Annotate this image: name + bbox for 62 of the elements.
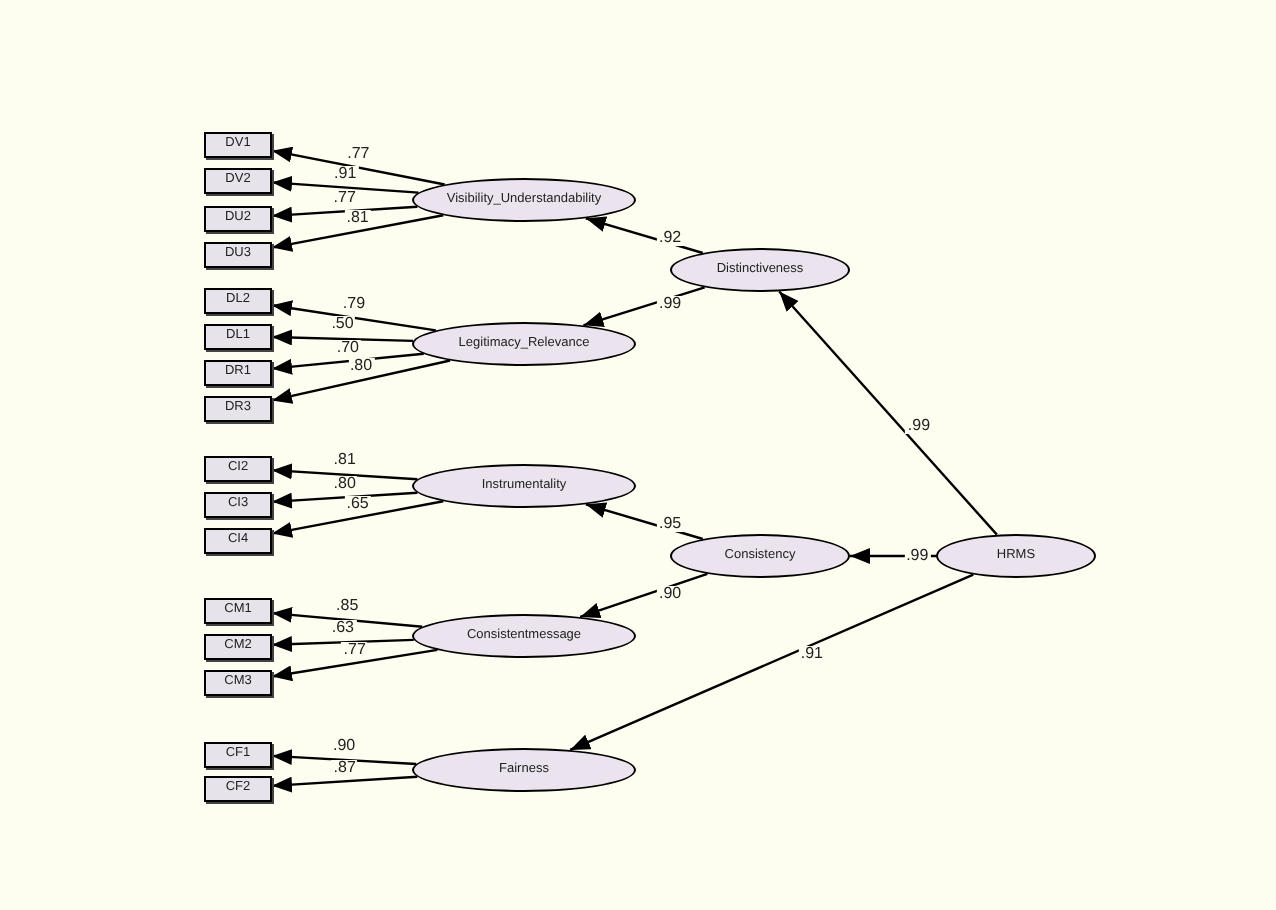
indicator-box [204,395,272,421]
arrow [271,500,444,538]
arrow [271,636,414,653]
edge-label: .90 [656,585,684,602]
arrow [271,175,419,194]
indicator-box [204,359,272,385]
edge-label: .99 [904,548,931,564]
indicator-box [204,597,272,623]
edge-label: .79 [340,295,368,312]
indicator-box [204,287,272,313]
arrow [271,359,451,404]
arrow [271,146,445,186]
arrow [569,573,974,752]
arrow [271,205,418,223]
arrow [271,352,424,375]
arrow [271,749,417,766]
arrow [271,463,418,481]
indicator-box [204,527,272,553]
indicator-box [204,633,272,659]
arrow [579,572,708,619]
indicator-box [204,669,272,695]
arrow [271,300,436,332]
edge-label: .91 [798,645,825,662]
indicator-box [204,741,272,767]
edge-label: .91 [332,165,359,182]
arrow [778,290,998,536]
edge-label: .77 [331,189,358,206]
edge-label: .99 [905,417,933,434]
edge-label: .99 [656,296,684,313]
latent-ellipse [412,614,636,658]
indicator-box [204,491,272,517]
arrow [271,491,418,509]
indicator-box [204,241,272,267]
indicator-box [204,455,272,481]
latent-ellipse [412,464,636,508]
edge-label: .80 [347,358,375,375]
edge-label: .80 [331,475,358,492]
indicator-box [204,775,272,801]
arrow [583,286,706,327]
edge-label: .92 [657,229,684,246]
arrow [271,775,418,793]
arrow [585,502,704,541]
arrow [585,216,704,255]
indicator-box [204,131,272,157]
arrow [271,329,414,346]
latent-ellipse [412,322,636,366]
indicator-box [204,205,272,231]
edge-label: .50 [329,316,356,333]
indicator-box [204,323,272,349]
arrow [271,606,423,628]
edge-label: .81 [331,452,358,469]
indicator-box [204,167,272,193]
latent-ellipse [412,178,636,222]
arrow [271,214,444,252]
edge-label: .81 [344,209,371,226]
edge-label: .65 [344,495,371,512]
edge-label: .90 [331,737,358,754]
arrow [271,648,438,682]
edge-label: .95 [657,515,684,532]
edge-label: .85 [334,597,361,614]
edge-label: .77 [345,145,372,162]
edge-label: .63 [329,620,356,637]
